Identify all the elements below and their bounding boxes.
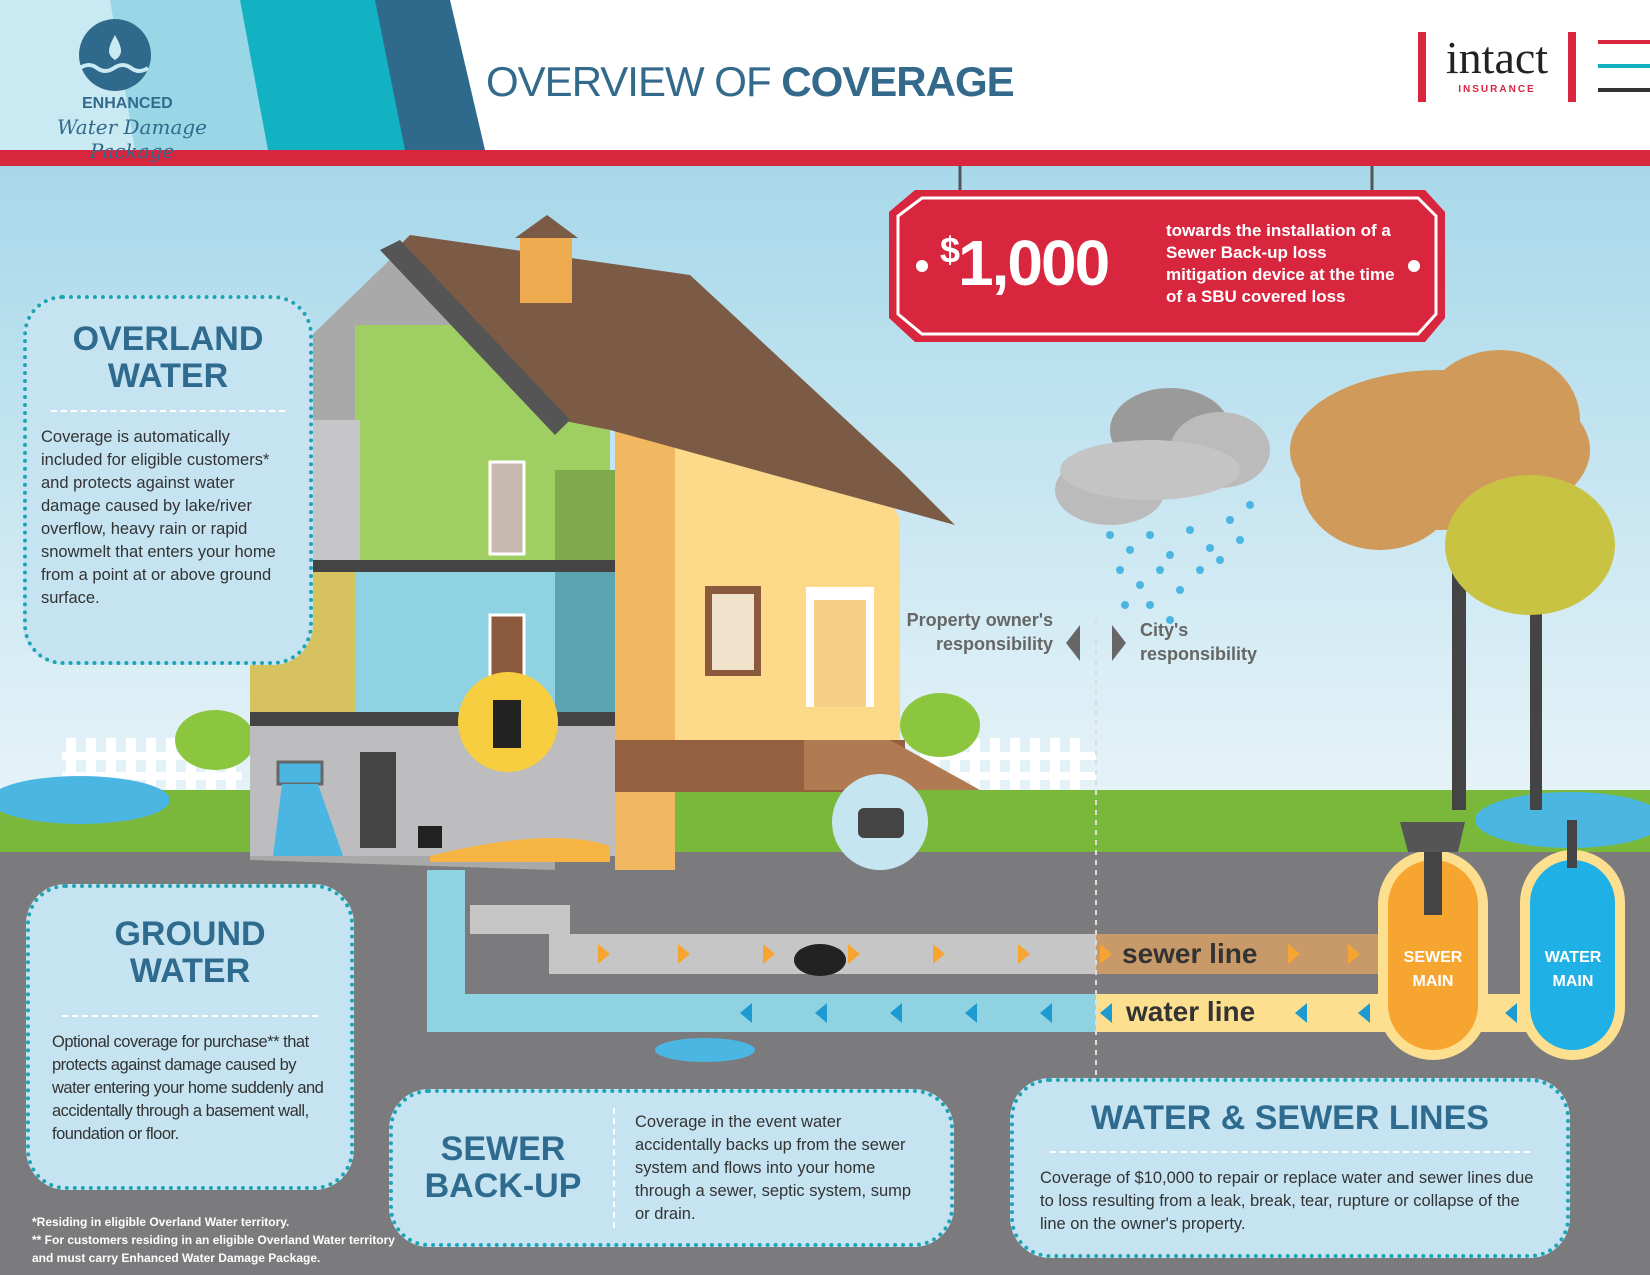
divider bbox=[51, 409, 285, 412]
sewer-flow-arrows bbox=[598, 944, 1360, 964]
logo-word: intact bbox=[1445, 32, 1549, 83]
sewer-backup-box: SEWER BACK-UP Coverage in the event wate… bbox=[389, 1089, 954, 1247]
coverage-sign bbox=[889, 166, 1445, 342]
title-bold: COVERAGE bbox=[781, 58, 1014, 105]
sewer-backup-body: Coverage in the event water accidentally… bbox=[635, 1112, 912, 1223]
footnotes: *Residing in eligible Overland Water ter… bbox=[32, 1213, 402, 1267]
page-title: OVERVIEW OF COVERAGE bbox=[486, 58, 1015, 106]
dollar-symbol: $ bbox=[940, 229, 960, 271]
sign-amount: $1,000 bbox=[940, 226, 1110, 300]
divider bbox=[62, 1014, 318, 1017]
sewer-line-label: sewer line bbox=[1122, 938, 1258, 969]
footnote-1: *Residing in eligible Overland Water ter… bbox=[32, 1215, 290, 1229]
divider bbox=[613, 1108, 615, 1228]
sewer-backup-title: SEWER BACK-UP bbox=[424, 1129, 582, 1205]
arrow-right-icon bbox=[1112, 625, 1126, 661]
footnote-2: ** For customers residing in an eligible… bbox=[32, 1233, 395, 1265]
house-illustration bbox=[250, 215, 980, 870]
backwater-valve bbox=[794, 944, 846, 976]
sewer-main-label: SEWER MAIN bbox=[1403, 949, 1463, 990]
city-responsibility: City's responsibility bbox=[1140, 620, 1258, 664]
sewer-pipe-city bbox=[1096, 934, 1396, 974]
divider bbox=[1050, 1151, 1530, 1154]
property-owner-responsibility: Property owner's responsibility bbox=[906, 610, 1053, 654]
puddle-right bbox=[1475, 792, 1650, 848]
amount-value: 1,000 bbox=[958, 227, 1110, 299]
water-line-label: water line bbox=[1126, 996, 1256, 1027]
sign-text: towards the installation of a Sewer Back… bbox=[1166, 221, 1395, 306]
water-pipe-private bbox=[427, 994, 1096, 1032]
ground-water-body: Optional coverage for purchase** that pr… bbox=[52, 1032, 324, 1143]
fence-right bbox=[920, 738, 1096, 790]
water-sewer-lines-title: WATER & SEWER LINES bbox=[1091, 1099, 1489, 1137]
overland-water-body: Coverage is automatically included for e… bbox=[41, 427, 276, 607]
arrow-left-icon bbox=[1066, 625, 1080, 661]
package-label: ENHANCED bbox=[82, 95, 173, 112]
package-name: Water Damage Package bbox=[56, 115, 208, 163]
overland-water-title: OVERLAND WATER bbox=[72, 320, 264, 396]
grass bbox=[0, 790, 1650, 852]
header-divider bbox=[0, 150, 1650, 166]
logo-sub: INSURANCE bbox=[1458, 84, 1536, 95]
overland-water-box: OVERLAND WATER Coverage is automatically… bbox=[23, 295, 313, 665]
title-light: OVERVIEW OF bbox=[486, 58, 782, 105]
water-sewer-lines-body: Coverage of $10,000 to repair or replace… bbox=[1040, 1169, 1534, 1234]
water-sewer-lines-box: WATER & SEWER LINES Coverage of $10,000 … bbox=[1010, 1078, 1570, 1258]
rain-cloud bbox=[1055, 388, 1270, 624]
trees bbox=[1290, 350, 1615, 810]
water-flow-arrows bbox=[740, 1003, 1517, 1023]
water-main-label: WATER MAIN bbox=[1544, 949, 1602, 990]
puddle-left bbox=[0, 776, 170, 824]
ground-water-title: GROUND WATER bbox=[114, 915, 266, 991]
ground-water-box: GROUND WATER Optional coverage for purch… bbox=[26, 884, 354, 1190]
